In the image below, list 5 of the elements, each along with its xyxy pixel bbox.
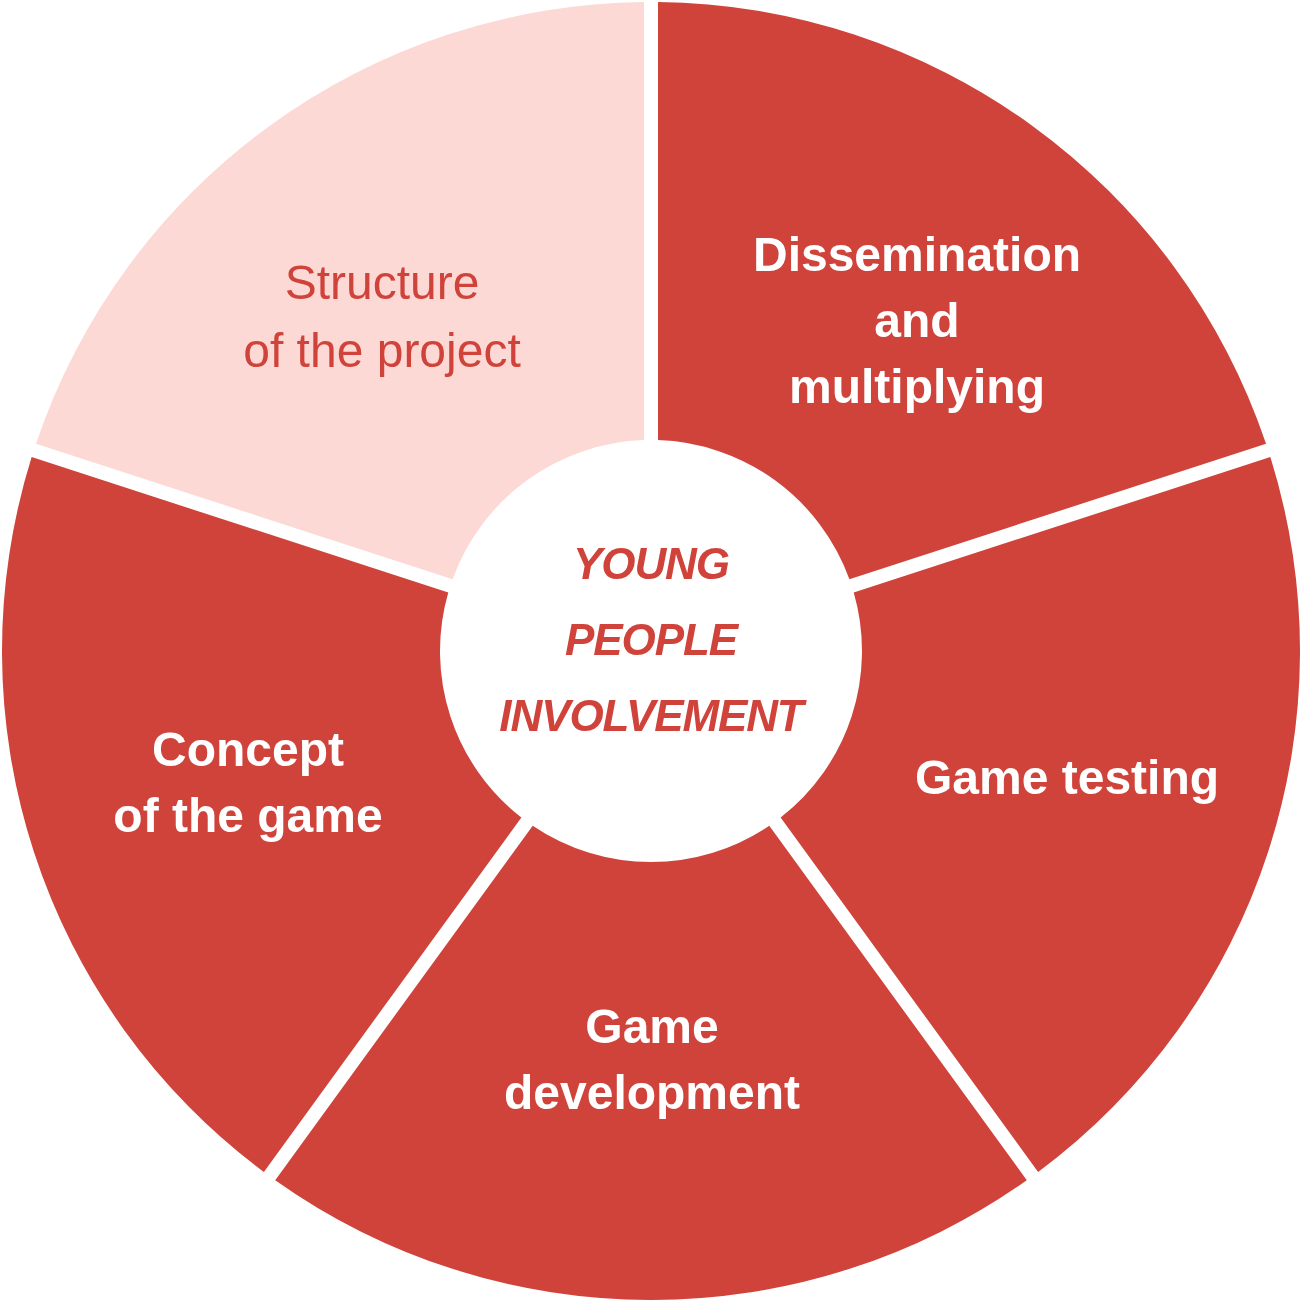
segment-label: Concept of the game — [113, 722, 383, 844]
segment-label: Game testing — [914, 750, 1220, 806]
segment-label: Game development — [503, 999, 801, 1121]
segment-label: Structure of the project — [243, 255, 521, 379]
segment-label: Dissemination and multiplying — [752, 227, 1082, 415]
